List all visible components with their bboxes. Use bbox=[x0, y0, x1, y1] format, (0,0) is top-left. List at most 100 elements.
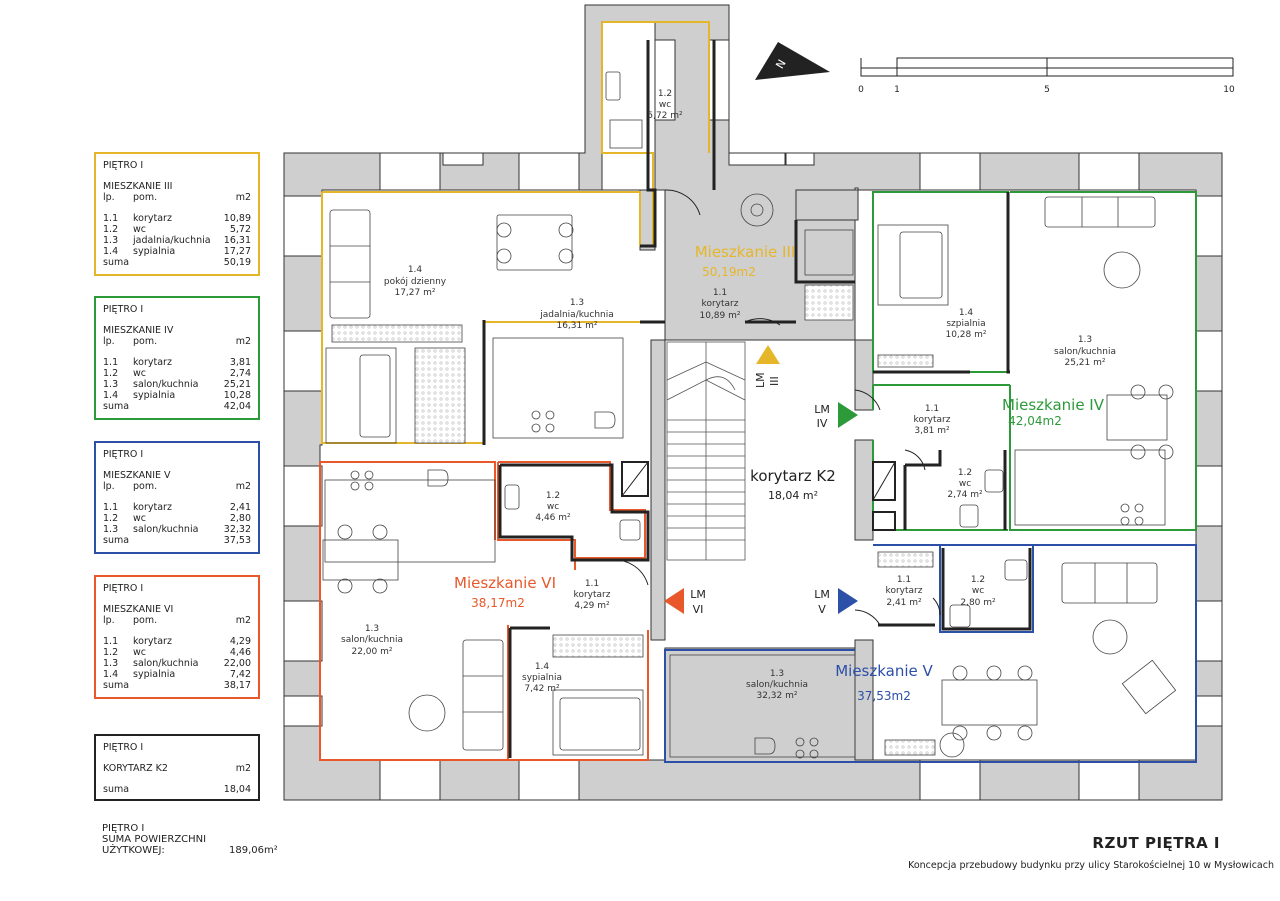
room-area: 2,80 m² bbox=[960, 598, 996, 608]
legend-lp: 1.2 bbox=[103, 224, 119, 235]
legend-head-pom: pom. bbox=[133, 481, 158, 492]
legend-sum: 37,53 bbox=[223, 535, 251, 546]
lm-iv-number: IV bbox=[817, 417, 828, 430]
legend-header: lp.pom.m2 bbox=[103, 615, 251, 626]
legend-room: wc bbox=[133, 224, 146, 235]
legend-area: 10,89 bbox=[223, 213, 251, 224]
legend-floor: PIĘTRO I bbox=[103, 304, 144, 315]
legend-sum: 50,19 bbox=[223, 257, 251, 268]
room-name: korytarz bbox=[914, 415, 951, 425]
legend-head-pom: pom. bbox=[133, 192, 158, 203]
legend-area: 7,42 bbox=[229, 669, 251, 680]
apartment-iii-name: Mieszkanie III bbox=[695, 243, 796, 261]
room-number: 1.3 bbox=[1078, 335, 1092, 345]
staircase bbox=[666, 341, 746, 561]
room-name: korytarz bbox=[574, 590, 611, 600]
room-name: korytarz bbox=[886, 586, 923, 596]
legend-row: 1.3 jadalnia/kuchnia 16,31 bbox=[103, 235, 251, 246]
scale-label: 1 bbox=[894, 85, 900, 95]
lm-vi-label: LM bbox=[690, 588, 706, 601]
apartment-v-area: 37,53m2 bbox=[857, 689, 911, 703]
building-walls bbox=[283, 4, 1223, 801]
room-name: salon/kuchnia bbox=[1054, 347, 1116, 357]
legend-area: 4,46 bbox=[229, 647, 251, 658]
legend-lp: 1.3 bbox=[103, 235, 119, 246]
legend-lp: 1.3 bbox=[103, 658, 119, 669]
room-name: salon/kuchnia bbox=[746, 680, 808, 690]
legend-floor: PIĘTRO I bbox=[103, 742, 144, 753]
total-value: 189,06m² bbox=[229, 845, 278, 856]
apartment-v-name: Mieszkanie V bbox=[835, 662, 933, 680]
lm-v-label: LM bbox=[814, 588, 830, 601]
room-area: 5,72 m² bbox=[647, 111, 683, 121]
apartment-labels: Mieszkanie III 50,19m2 Mieszkanie IV 42,… bbox=[454, 243, 1105, 703]
room-number: 1.1 bbox=[925, 404, 939, 414]
room-area: 10,28 m² bbox=[945, 330, 986, 340]
corridor-area: 18,04 m² bbox=[768, 489, 818, 502]
legend-header: lp.pom.m2 bbox=[103, 192, 251, 203]
room-number: 1.4 bbox=[959, 308, 974, 318]
legend-lp: 1.3 bbox=[103, 379, 119, 390]
legend-lp: 1.1 bbox=[103, 213, 119, 224]
apartment-iii-walls bbox=[482, 40, 855, 445]
room-number: 1.4 bbox=[408, 265, 423, 275]
corridor-name: korytarz K2 bbox=[750, 467, 836, 485]
room-number: 1.1 bbox=[585, 579, 599, 589]
legend-head-unit: m2 bbox=[235, 615, 251, 626]
legend-room: salon/kuchnia bbox=[133, 658, 199, 669]
lm-vi-number: VI bbox=[693, 603, 704, 616]
legend-area: 2,80 bbox=[229, 513, 251, 524]
legend-head-lp: lp. bbox=[103, 192, 115, 203]
room-area: 4,29 m² bbox=[574, 601, 610, 611]
legend-area: 16,31 bbox=[223, 235, 251, 246]
scale-label: 10 bbox=[1223, 85, 1235, 95]
legend-room: korytarz bbox=[133, 636, 172, 647]
corridor-k2-label: korytarz K2 18,04 m² bbox=[750, 467, 836, 502]
legend-room: jadalnia/kuchnia bbox=[133, 235, 211, 246]
legend-apartment: MIESZKANIE IV bbox=[103, 325, 174, 336]
legend-sum-label: suma bbox=[103, 257, 130, 268]
legend-lp: 1.2 bbox=[103, 513, 119, 524]
lm-iii-triangle-icon bbox=[756, 345, 780, 364]
legend-room: korytarz bbox=[133, 502, 172, 513]
north-arrow-icon: N bbox=[755, 42, 830, 80]
apartment-vi-area: 38,17m2 bbox=[471, 596, 525, 610]
legend-sum-label: suma bbox=[103, 401, 130, 412]
legend-lp: 1.4 bbox=[103, 390, 119, 401]
doors bbox=[609, 189, 941, 626]
total-line2: SUMA POWIERZCHNI bbox=[102, 834, 207, 845]
title-block: RZUT PIĘTRA I Koncepcja przebudowy budyn… bbox=[908, 834, 1274, 871]
legend-room: KORYTARZ K2 bbox=[103, 763, 168, 774]
lm-iv-triangle-icon bbox=[838, 402, 858, 428]
legend-sum-label: suma bbox=[103, 680, 130, 691]
room-name: sypialnia bbox=[522, 673, 562, 683]
scale-label: 5 bbox=[1044, 85, 1050, 95]
legend-lp: 1.4 bbox=[103, 669, 119, 680]
legend-lp: 1.1 bbox=[103, 636, 119, 647]
legend-room: sypialnia bbox=[133, 390, 176, 401]
legend-area: 32,32 bbox=[223, 524, 251, 535]
room-name: korytarz bbox=[702, 299, 739, 309]
legend-head-unit: m2 bbox=[235, 763, 251, 774]
lm-markers: LM III LM IV LM V LM VI bbox=[664, 345, 858, 616]
legend-room: wc bbox=[133, 513, 146, 524]
apartment-v-walls bbox=[878, 548, 1032, 631]
legend-area: 17,27 bbox=[223, 246, 251, 257]
legend-row: KORYTARZ K2 m2 bbox=[103, 763, 251, 774]
legend-lp: 1.2 bbox=[103, 368, 119, 379]
drawing-subtitle: Koncepcja przebudowy budynku przy ulicy … bbox=[908, 860, 1274, 871]
legend-sum: 18,04 bbox=[223, 784, 251, 795]
legend-sum: 38,17 bbox=[223, 680, 251, 691]
furniture bbox=[322, 71, 1177, 759]
total-area-block: PIĘTRO I SUMA POWIERZCHNI UŻYTKOWEJ: 189… bbox=[102, 823, 278, 856]
